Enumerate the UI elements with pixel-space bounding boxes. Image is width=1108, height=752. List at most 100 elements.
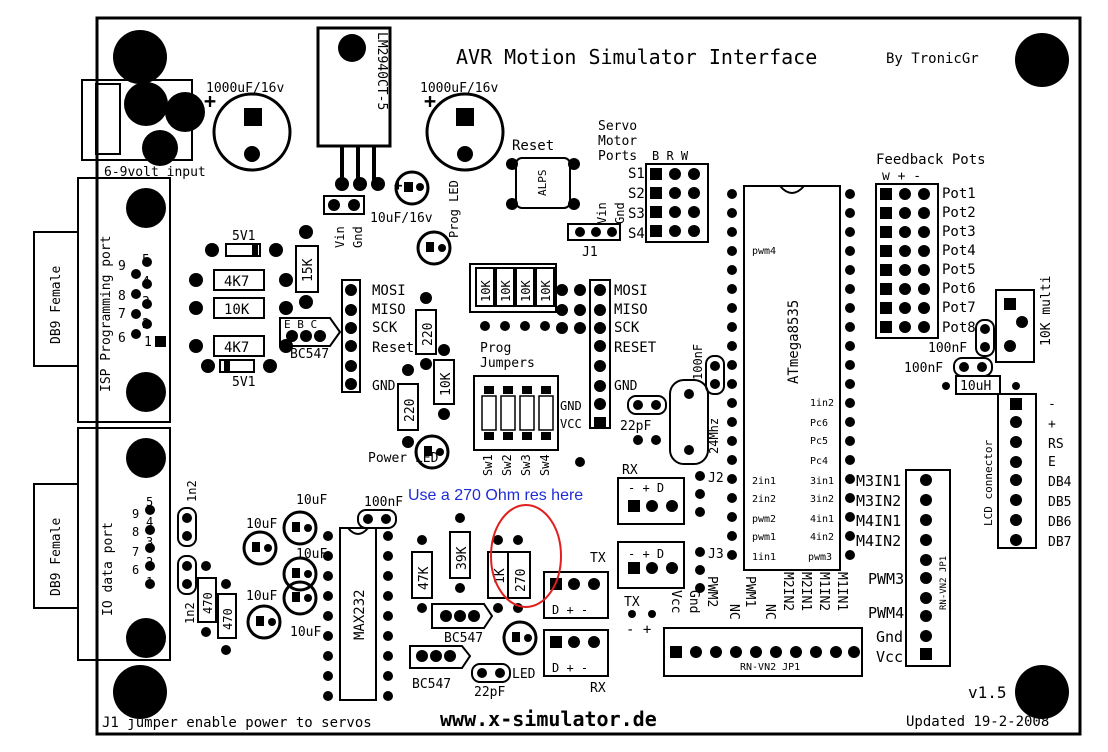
servo-title-2: Motor: [598, 134, 637, 149]
svg-text:Pot5: Pot5: [942, 262, 976, 278]
cap-right-plus: +: [424, 89, 436, 113]
svg-text:Gnd: Gnd: [686, 590, 701, 613]
svg-text:M3IN1: M3IN1: [856, 472, 901, 490]
svg-text:7: 7: [118, 307, 126, 322]
board-title: AVR Motion Simulator Interface: [456, 45, 817, 69]
svg-text:4in2: 4in2: [810, 532, 834, 543]
svg-text:Pot1: Pot1: [942, 186, 976, 202]
svg-text:Pc5: Pc5: [810, 436, 828, 447]
svg-text:+: +: [1048, 417, 1056, 432]
rx-label-bottom: RX: [590, 681, 606, 696]
prog-gnd-label: GND: [614, 379, 638, 394]
resistor-470-b-label: 470: [221, 608, 235, 630]
capacitor-22pf-a: [627, 395, 667, 445]
rx-connector-bottom: [543, 629, 609, 677]
mcu-left-pins: [727, 189, 737, 560]
resistor-10k-b-label: 10K: [439, 372, 454, 396]
board-outline: [95, 16, 1082, 736]
zener-5v1-bottom: [201, 359, 277, 373]
mcu-right-pins: [845, 189, 855, 560]
resistor-220-a: [415, 292, 437, 370]
resistor-4k7-bottom-label: 4K7: [224, 340, 249, 356]
crystal-24mhz: [669, 379, 709, 465]
resistor-270-label: 270: [514, 569, 529, 592]
reset-button: [506, 157, 580, 210]
cap-100nf-b-label: 100nF: [928, 341, 967, 356]
jp1-bottom-label: RN-VN2 JP1: [740, 662, 800, 673]
tx-pins-label: D + -: [552, 603, 588, 617]
svg-text:1in2: 1in2: [810, 398, 834, 409]
resistor-10k-left: [189, 297, 293, 319]
cap-22pf-b-label: 22pF: [474, 685, 505, 700]
svg-text:Sw1: Sw1: [481, 454, 495, 476]
feedback-title: Feedback Pots: [876, 152, 986, 168]
j1-vin: Vin: [595, 202, 609, 224]
rx-pins-label: - + D: [628, 481, 664, 495]
cap-100nf-d-label: 100nF: [364, 495, 403, 510]
capacitor-10uf-1: [282, 510, 318, 546]
svg-text:DB7: DB7: [1048, 535, 1071, 550]
svg-text:Pot3: Pot3: [942, 224, 976, 240]
svg-text:DB4: DB4: [1048, 475, 1072, 490]
rn-vn2-right-header: [905, 469, 951, 667]
svg-text:pwm1: pwm1: [752, 532, 776, 543]
rx-label-top: RX: [622, 463, 638, 478]
j2-label: J2: [708, 471, 724, 486]
tx-label: TX: [590, 551, 606, 566]
svg-text:M2IN1: M2IN1: [798, 572, 813, 611]
pot-labels: Pot1 Pot2 Pot3 Pot4 Pot5 Pot6 Pot7 Pot8: [942, 186, 976, 336]
j3-pin: [695, 565, 705, 575]
j2-pin: [695, 471, 705, 481]
cap-1n2-top-label: 1n2: [185, 480, 199, 502]
svg-text:MISO: MISO: [372, 302, 406, 318]
svg-text:Pc6: Pc6: [810, 418, 828, 429]
svg-text:NC: NC: [726, 604, 741, 620]
inductor-label: 10uH: [960, 379, 991, 394]
cap-10uf-3-label: 10uF: [296, 547, 327, 562]
motor-input-labels: M3IN1 M3IN2 M4IN1 M4IN2: [856, 472, 901, 550]
svg-text:8: 8: [118, 289, 126, 304]
svg-text:M2IN2: M2IN2: [780, 572, 795, 611]
j1-gnd: Gnd: [613, 202, 627, 224]
svg-text:1: 1: [144, 335, 152, 350]
svg-text:Pot4: Pot4: [942, 243, 976, 259]
capacitor-100nf-a: [705, 355, 725, 395]
transistor-bc547-3: [409, 645, 472, 669]
small-cap-label: 10uF/16v: [370, 211, 433, 226]
capacitor-10uf-3: [282, 556, 318, 592]
svg-text:1in1: 1in1: [752, 552, 776, 563]
svg-text:2: 2: [142, 317, 150, 332]
isp-db9-label: DB9 Female: [49, 266, 64, 344]
resistor-470-b: [217, 579, 237, 655]
resistor-470-a: [197, 561, 217, 637]
gnd-right-label: Gnd: [876, 628, 903, 646]
pwm3-label: PWM3: [868, 570, 904, 588]
resistor-39k: [449, 513, 471, 593]
svg-text:S3: S3: [628, 206, 645, 222]
power-led: [414, 434, 450, 470]
tx-right-pins-label: - + D: [628, 547, 664, 561]
red-highlight-circle: [490, 504, 562, 608]
board-version: v1.5: [968, 683, 1007, 702]
cap-10uf-4-label: 10uF: [246, 589, 277, 604]
j1-jumper-note: J1 jumper enable power to servos: [102, 715, 372, 731]
io-pin-numbers: 5 9 4 8 3 7 2 6 1: [132, 495, 153, 589]
svg-text:Sw2: Sw2: [500, 454, 514, 476]
board-website: www.x-simulator.de: [440, 707, 657, 731]
max232-chip: [323, 527, 393, 701]
resistor-47k: [411, 535, 433, 613]
status-led-label: LED: [512, 667, 536, 682]
rx-connector: [617, 477, 685, 525]
voltage-regulator: [316, 26, 392, 191]
cap-right-label: 1000uF/16v: [420, 81, 498, 96]
svg-text:SCK: SCK: [614, 320, 640, 336]
board-author: By TronicGr: [886, 51, 979, 67]
transistor-bc547-2: [431, 603, 494, 629]
svg-text:2in2: 2in2: [752, 494, 776, 505]
svg-text:SCK: SCK: [372, 320, 398, 336]
vin-label: Vin: [333, 226, 347, 248]
svg-text:DB6: DB6: [1048, 515, 1071, 530]
switch-labels: Sw1 Sw2 Sw3 Sw4: [481, 454, 552, 476]
svg-text:2: 2: [146, 555, 153, 569]
